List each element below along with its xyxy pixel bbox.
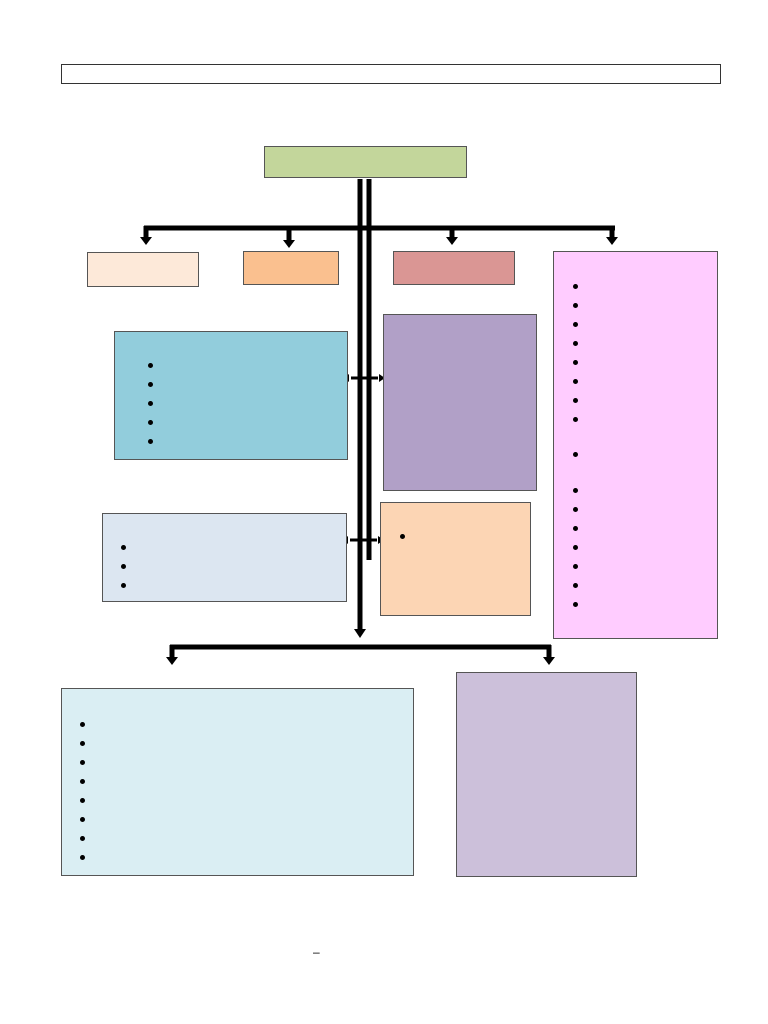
category-box-a [87, 252, 199, 287]
blue-panel [114, 331, 348, 460]
pale-blue-panel [102, 513, 347, 602]
peach-panel [380, 502, 531, 616]
bottom-light-blue-box [61, 688, 414, 876]
root-box [264, 146, 467, 178]
category-box-b [243, 251, 339, 285]
purple-panel [383, 314, 537, 491]
category-box-c [393, 251, 515, 285]
title-bar [61, 64, 721, 84]
category-box-d [553, 251, 718, 639]
footer-mark: – [313, 945, 320, 959]
bottom-lavender-box [456, 672, 637, 877]
